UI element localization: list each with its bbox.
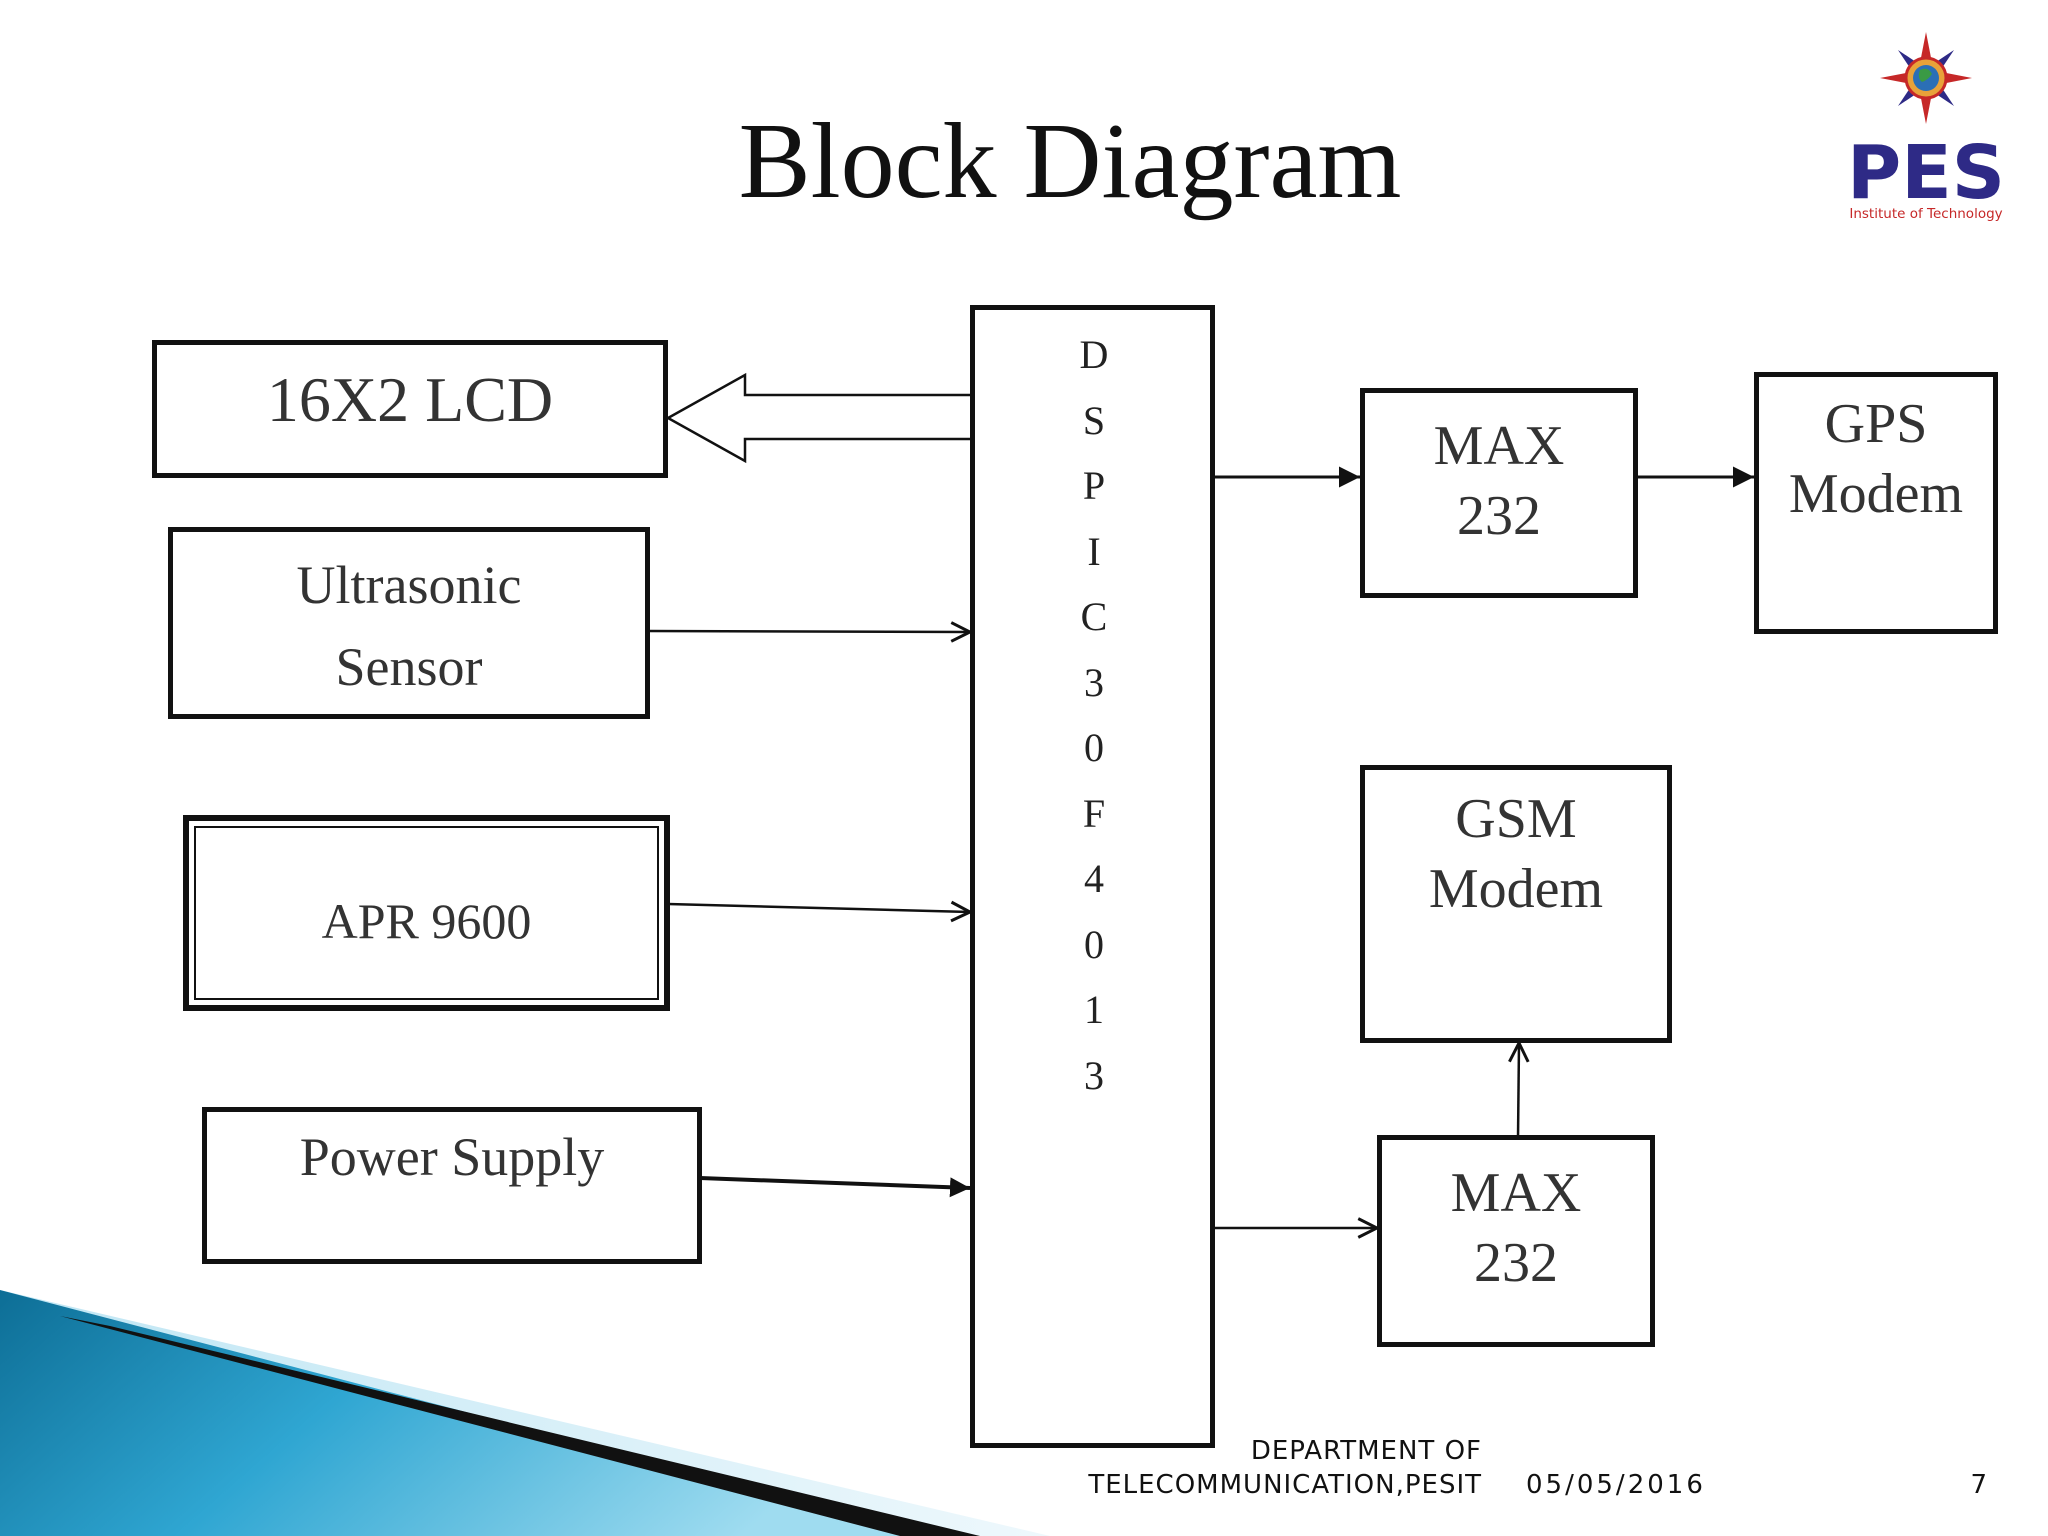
controller-letter: C <box>1080 594 1108 639</box>
max232-top-label-line1: MAX <box>1433 415 1565 477</box>
pes-logo: PES Institute of Technology <box>1847 32 2005 222</box>
max232-top-label-line2: 232 <box>1457 485 1541 547</box>
edge-max-bottom-to-gsm <box>1518 1043 1519 1139</box>
controller-letter: D <box>1079 332 1109 377</box>
power-supply-block: Power Supply <box>202 1107 702 1264</box>
controller-letter: 1 <box>1084 987 1104 1032</box>
max232-bottom-label-line2: 232 <box>1474 1232 1558 1294</box>
compass-globe-icon <box>1880 32 1972 124</box>
footer-date: 05/05/2016 <box>1526 1470 1706 1500</box>
edge-power-to-controller <box>699 1176 971 1198</box>
footer-department-line1: DEPARTMENT OF <box>1250 1436 1482 1466</box>
edge-ultrasonic-to-controller <box>646 631 970 632</box>
controller-letter: 3 <box>1084 1052 1104 1098</box>
logo-text: PES <box>1847 130 2005 216</box>
gsm-modem-block: GSM Modem <box>1360 765 1672 1043</box>
controller-letter: 3 <box>1084 659 1104 705</box>
controller-letter: S <box>1082 397 1106 443</box>
dspic30f4013-controller-block <box>970 305 1215 1448</box>
controller-letter: F <box>1082 790 1106 836</box>
apr-9600-label: APR 9600 <box>321 893 532 949</box>
gps-label-line1: GPS <box>1824 393 1928 455</box>
logo-subtitle: Institute of Technology <box>1849 206 2002 222</box>
controller-letter: I <box>1087 528 1101 574</box>
power-supply-label: Power Supply <box>299 1127 605 1187</box>
ultrasonic-sensor-block: Ultrasonic Sensor <box>168 527 650 719</box>
controller-letter: 0 <box>1084 921 1104 967</box>
controller-letter: 4 <box>1084 856 1104 901</box>
max232-top-block: MAX 232 <box>1360 388 1638 598</box>
slide-title: Block Diagram <box>738 102 1402 221</box>
edge-controller-to-lcd <box>665 372 970 464</box>
ultrasonic-label-line2: Sensor <box>335 637 483 697</box>
gps-label-line2: Modem <box>1788 463 1964 525</box>
controller-letter: 0 <box>1084 725 1104 770</box>
lcd-block: 16X2 LCD <box>152 340 668 478</box>
max232-bottom-label-line1: MAX <box>1450 1162 1582 1224</box>
gsm-label-line2: Modem <box>1428 858 1604 920</box>
controller-letter: P <box>1082 463 1106 508</box>
footer-page-number: 7 <box>1970 1470 1988 1500</box>
lcd-label: 16X2 LCD <box>266 364 554 435</box>
edge-apr-to-controller <box>667 904 970 912</box>
max232-bottom-block: MAX 232 <box>1377 1135 1655 1347</box>
gps-modem-block: GPS Modem <box>1754 372 1998 634</box>
ultrasonic-label-line1: Ultrasonic <box>296 555 522 615</box>
footer-department-line2: TELECOMMUNICATION,PESIT <box>1088 1470 1482 1500</box>
gsm-label-line1: GSM <box>1455 788 1577 850</box>
apr-9600-block: APR 9600 <box>183 815 670 1011</box>
